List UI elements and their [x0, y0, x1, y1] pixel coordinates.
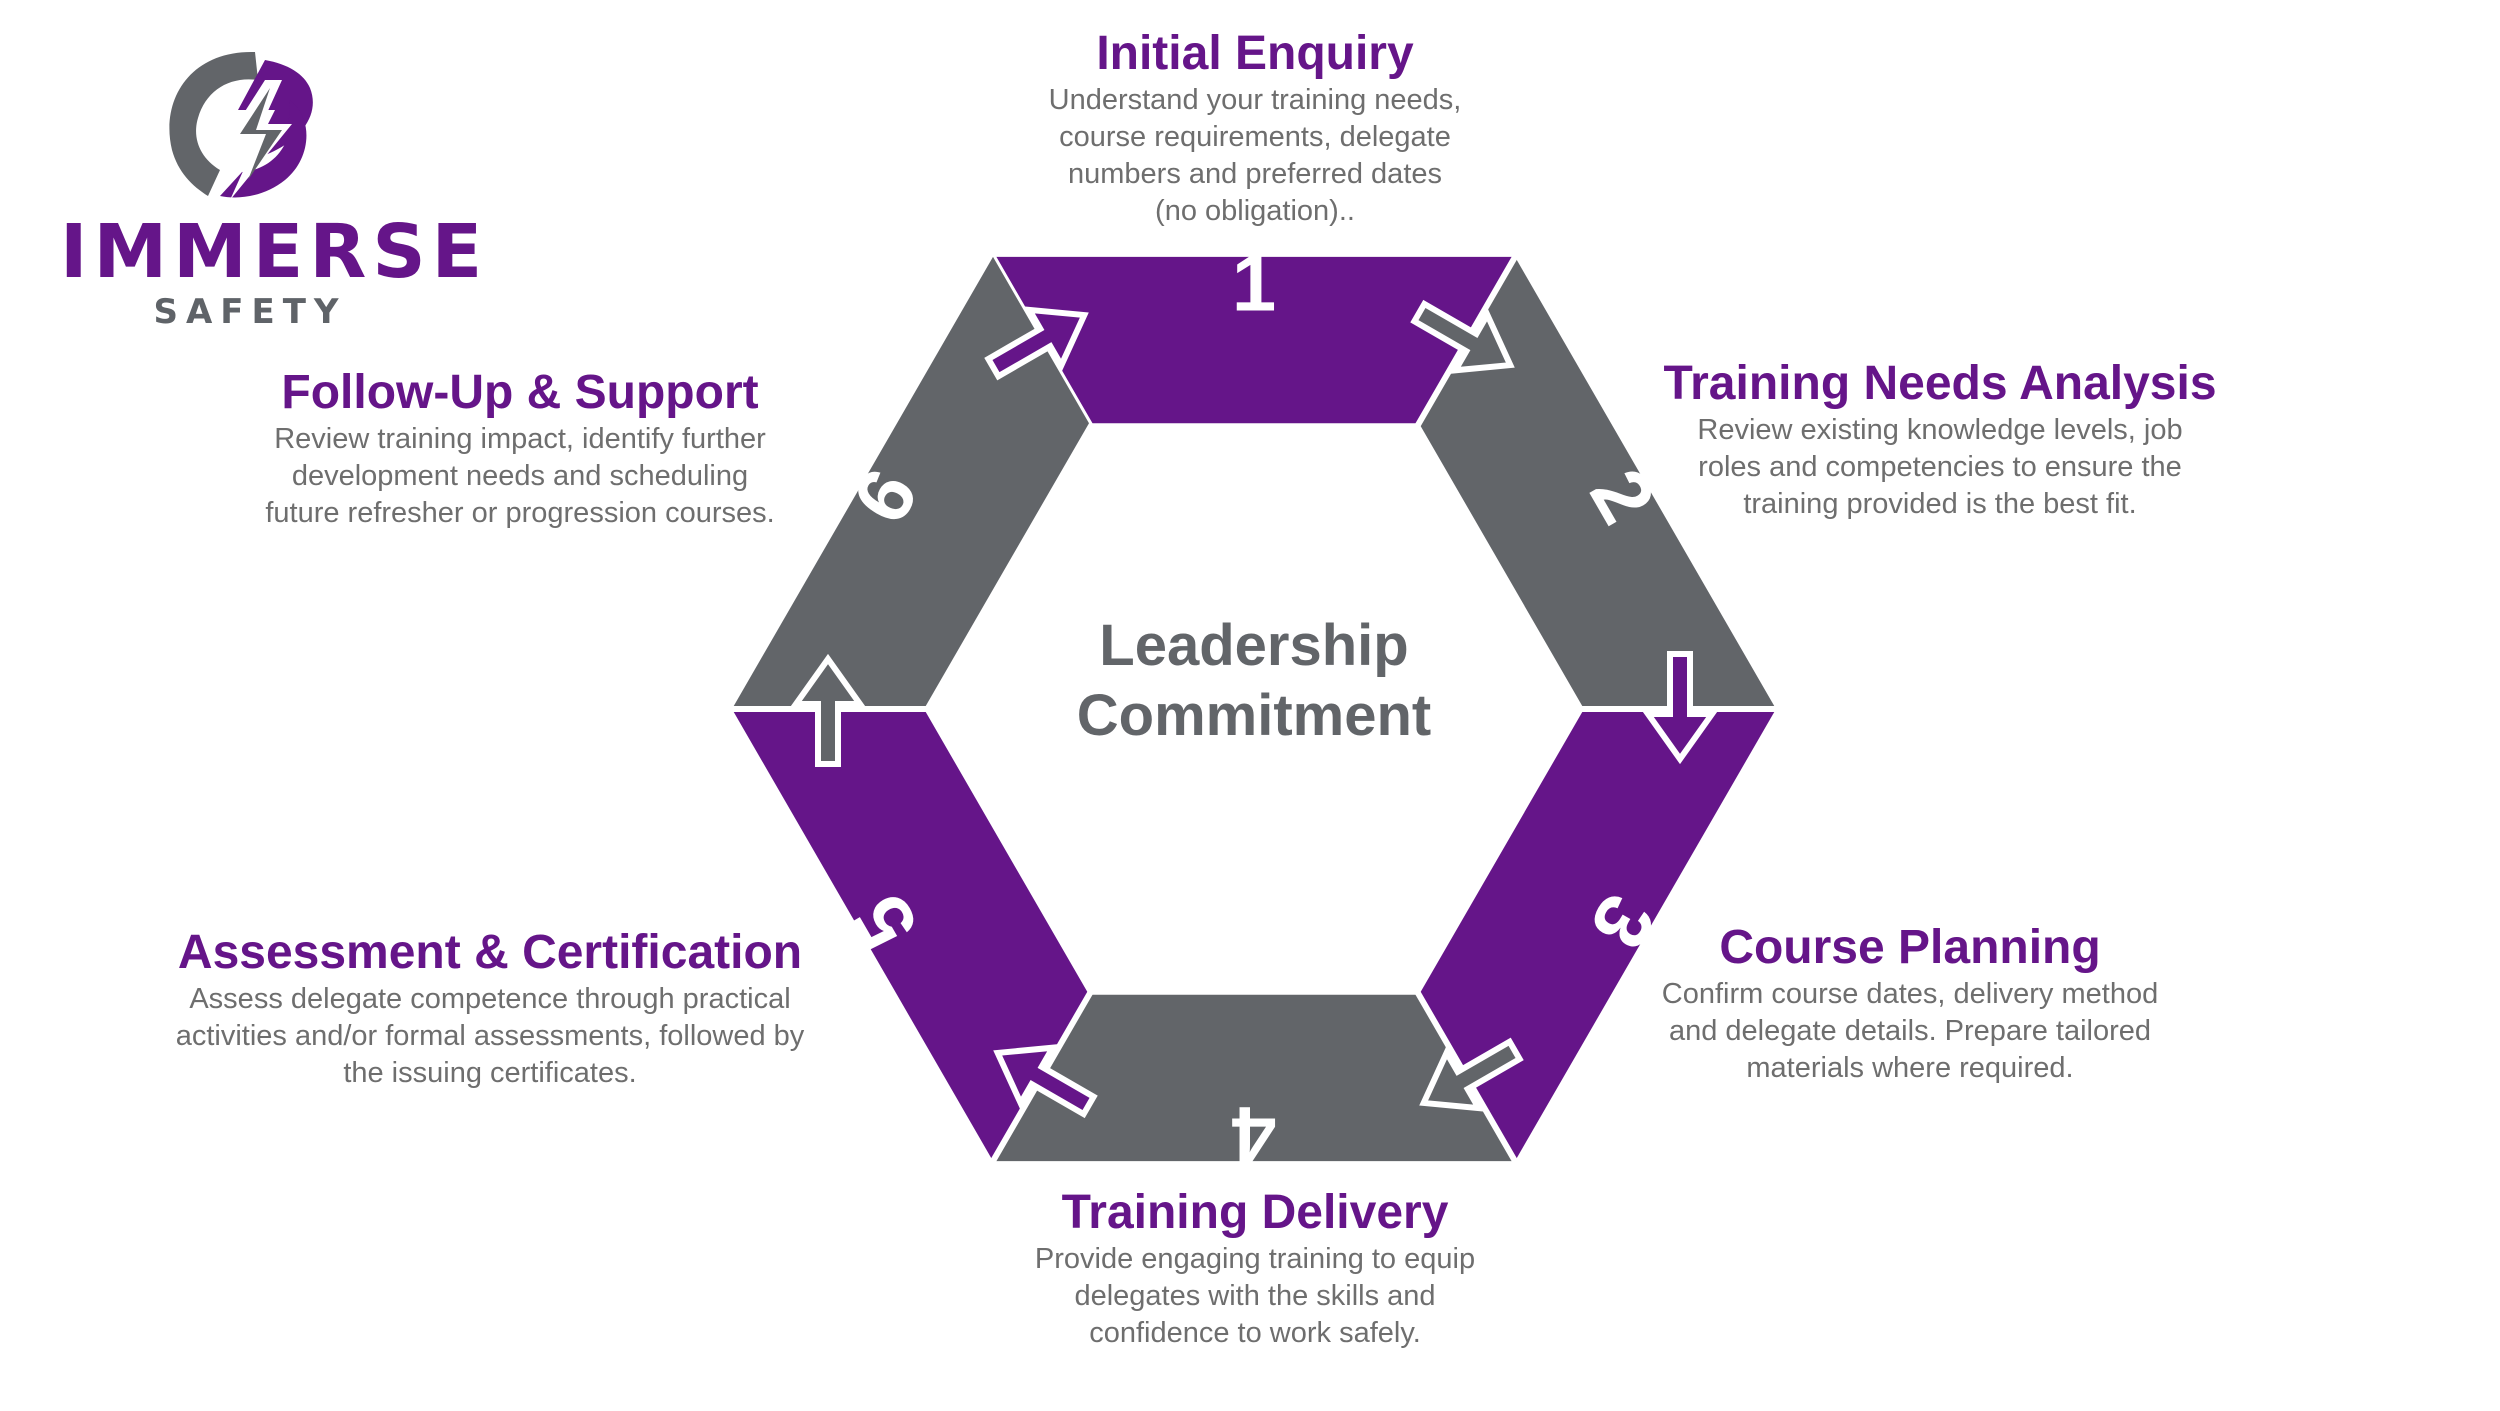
hexagon-segment-upper-right — [1419, 256, 1776, 709]
flow-arrow-icon — [984, 306, 1089, 381]
step-4-title: Training Delivery — [1061, 1186, 1449, 1239]
center-label-line2: Commitment — [1077, 683, 1431, 748]
step-3-block: Course Planning Confirm course dates, de… — [1630, 920, 2190, 1087]
step-5-description: Assess delegate competence through pract… — [175, 983, 805, 1089]
logo: IMMERSE SAFETY — [60, 40, 489, 340]
step-1-description: Understand your training needs, course r… — [1048, 84, 1462, 227]
flow-arrow-icon — [993, 1044, 1098, 1119]
step-1-block: Initial Enquiry Understand your training… — [1000, 26, 1510, 230]
hexagon-segment-lower-left — [732, 709, 1089, 1162]
step-2-title: Training Needs Analysis — [1663, 357, 2217, 410]
center-label-line1: Leadership — [1099, 613, 1408, 678]
step-5-block: Assessment & Certification Assess delega… — [130, 925, 850, 1092]
bolt-logo-icon — [169, 51, 313, 200]
step-3-description: Confirm course dates, delivery method an… — [1661, 978, 2159, 1084]
step-4-description: Provide engaging training to equip deleg… — [1034, 1243, 1476, 1349]
step-2-description: Review existing knowledge levels, job ro… — [1697, 414, 2183, 520]
hexagon-segment-top — [993, 256, 1515, 424]
logo-name: IMMERSE — [60, 209, 489, 295]
step-6-description: Review training impact, identify further… — [265, 423, 775, 529]
step-6-block: Follow-Up & Support Review training impa… — [240, 365, 800, 532]
flow-arrow-icon — [790, 653, 866, 767]
step-5-title: Assessment & Certification — [177, 926, 803, 979]
flow-arrow-icon — [1410, 299, 1515, 374]
step-6-title: Follow-Up & Support — [281, 366, 759, 419]
flow-arrow-icon — [1642, 651, 1718, 765]
step-4-block: Training Delivery Provide engaging train… — [1000, 1185, 1510, 1352]
flow-arrow-icon — [1419, 1037, 1524, 1112]
step-2-block: Training Needs Analysis Review existing … — [1640, 356, 2240, 523]
step-1-title: Initial Enquiry — [1096, 27, 1414, 80]
logo-subtitle: SAFETY — [153, 292, 347, 332]
hexagon-segment-bottom — [993, 994, 1515, 1162]
step-3-title: Course Planning — [1719, 921, 2101, 974]
step-1-number: 1 — [1232, 239, 1277, 328]
step-4-number: 4 — [1231, 1091, 1276, 1180]
